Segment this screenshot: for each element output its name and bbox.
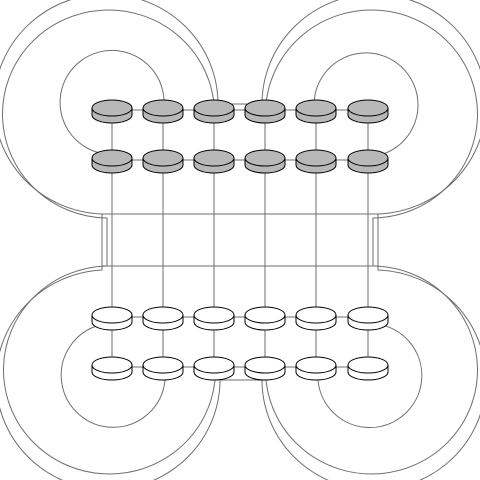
arc-top-left <box>59 49 165 154</box>
bottom-row-1-disc <box>91 306 133 331</box>
disc-top <box>142 356 184 374</box>
discs <box>91 99 389 381</box>
disc-top <box>91 306 133 324</box>
top-row-1-disc <box>244 99 286 124</box>
arc-bottom-left <box>60 324 166 428</box>
bottom-row-2-disc <box>244 356 286 381</box>
top-row-2-disc <box>244 149 286 174</box>
outer-boundary-inner <box>2 9 478 475</box>
disc-top <box>244 306 286 324</box>
inner-arcs <box>59 49 423 429</box>
disc-top <box>91 356 133 374</box>
bottom-row-2-disc <box>295 356 337 381</box>
top-row-1-disc <box>193 99 235 124</box>
bottom-row-2-disc <box>193 356 235 381</box>
bottom-row-1-disc <box>142 306 184 331</box>
disc-top <box>193 99 235 117</box>
arc-top-right <box>313 52 419 156</box>
disc-top <box>91 149 133 167</box>
top-row-1-disc <box>295 99 337 124</box>
top-row-2-disc <box>193 149 235 174</box>
disc-top <box>244 149 286 167</box>
disc-top <box>347 306 389 324</box>
disc-top <box>91 99 133 117</box>
disc-top <box>244 99 286 117</box>
disc-top <box>347 99 389 117</box>
disc-top <box>142 149 184 167</box>
disc-top <box>244 356 286 374</box>
top-row-2-disc <box>347 149 389 174</box>
disc-top <box>193 356 235 374</box>
top-row-1-disc <box>91 99 133 124</box>
disc-top <box>295 356 337 374</box>
top-row-1-disc <box>142 99 184 124</box>
disc-top <box>142 99 184 117</box>
bottom-row-1-disc <box>244 306 286 331</box>
bottom-row-1-disc <box>347 306 389 331</box>
disc-top <box>347 356 389 374</box>
disc-top <box>347 149 389 167</box>
bottom-row-1-disc <box>193 306 235 331</box>
disc-top <box>193 306 235 324</box>
top-row-2-disc <box>142 149 184 174</box>
disc-top <box>142 306 184 324</box>
top-row-2-disc <box>295 149 337 174</box>
grid-lines <box>102 213 378 267</box>
disc-top <box>295 149 337 167</box>
arc-bottom-right <box>317 324 423 429</box>
disc-top <box>193 149 235 167</box>
top-row-1-disc <box>347 99 389 124</box>
bottom-row-2-disc <box>347 356 389 381</box>
disc-top <box>295 306 337 324</box>
bottom-row-2-disc <box>142 356 184 381</box>
top-row-2-disc <box>91 149 133 174</box>
disc-top <box>295 99 337 117</box>
bottom-row-2-disc <box>91 356 133 381</box>
bottom-row-1-disc <box>295 306 337 331</box>
